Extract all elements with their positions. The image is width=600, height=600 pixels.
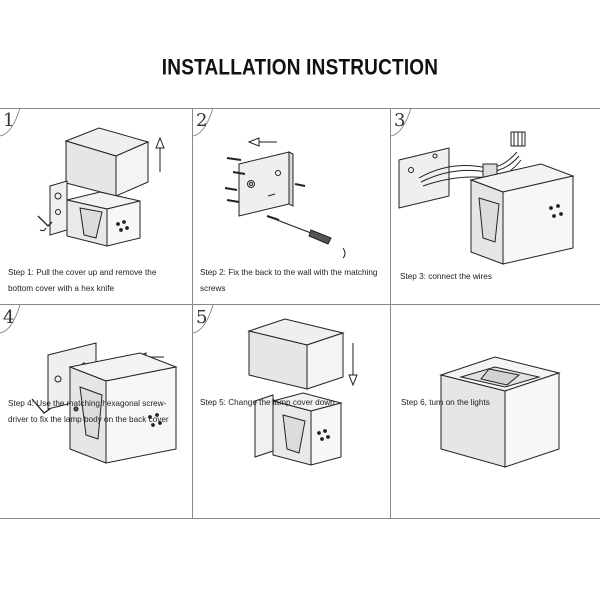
step-2-caption: Step 2: Fix the back to the wall with th… [200,265,378,297]
grid-line-middle [0,304,600,305]
corner-arc [0,305,21,334]
step-6-illustration [439,356,561,468]
step-4-panel: 4 Step 4: Use the mat [0,305,192,518]
step-5-illustration [247,318,358,466]
step-1-caption: Step 1: Pull the cover up and remove the… [8,265,156,297]
grid-line-right [390,108,391,519]
step-number: 1 [3,110,15,131]
grid-line-left [192,108,193,519]
caption-line: Step 5: Change the lamp cover down [200,398,335,407]
caption-line: Step 3: connect the wires [400,272,492,281]
caption-line: driver to fix the lamp body on the back … [8,415,169,424]
step-2-illustration [224,137,346,259]
caption-line: bottom cover with a hex knife [8,284,115,293]
step-5-caption: Step 5: Change the lamp cover down [200,395,335,411]
corner-arc [193,305,214,334]
step-6-caption: Step 6, turn on the lights [401,395,490,411]
corner-arc [193,108,214,137]
corner-arc [391,108,412,137]
step-number: 3 [394,110,406,131]
step-6-panel: Step 6, turn on the lights [391,305,600,518]
caption-line: screws [200,284,226,293]
page-title: INSTALLATION INSTRUCTION [161,56,439,81]
step-number: 5 [196,307,208,328]
grid-line-top [0,108,600,109]
step-2-panel: 2 [193,108,390,304]
caption-line: Step 6, turn on the lights [401,398,490,407]
step-3-caption: Step 3: connect the wires [400,269,492,285]
step-3-illustration [398,131,575,265]
step-number: 2 [196,110,208,131]
step-5-panel: 5 Step 5: Change the [193,305,390,518]
step-1-illustration [37,127,165,247]
caption-line: Step 4: Use the matching hexagonal screw… [8,399,167,408]
step-1-panel: 1 [0,108,192,304]
step-number: 4 [3,307,15,328]
caption-line: Step 2: Fix the back to the wall with th… [200,268,378,277]
step-4-illustration [31,342,178,464]
step-3-panel: 3 Step 3: [391,108,600,304]
grid-line-bottom [0,518,600,519]
step-4-caption: Step 4: Use the matching hexagonal screw… [8,396,169,428]
corner-arc [0,108,21,137]
instruction-grid: 1 [0,108,600,520]
caption-line: Step 1: Pull the cover up and remove the [8,268,157,277]
